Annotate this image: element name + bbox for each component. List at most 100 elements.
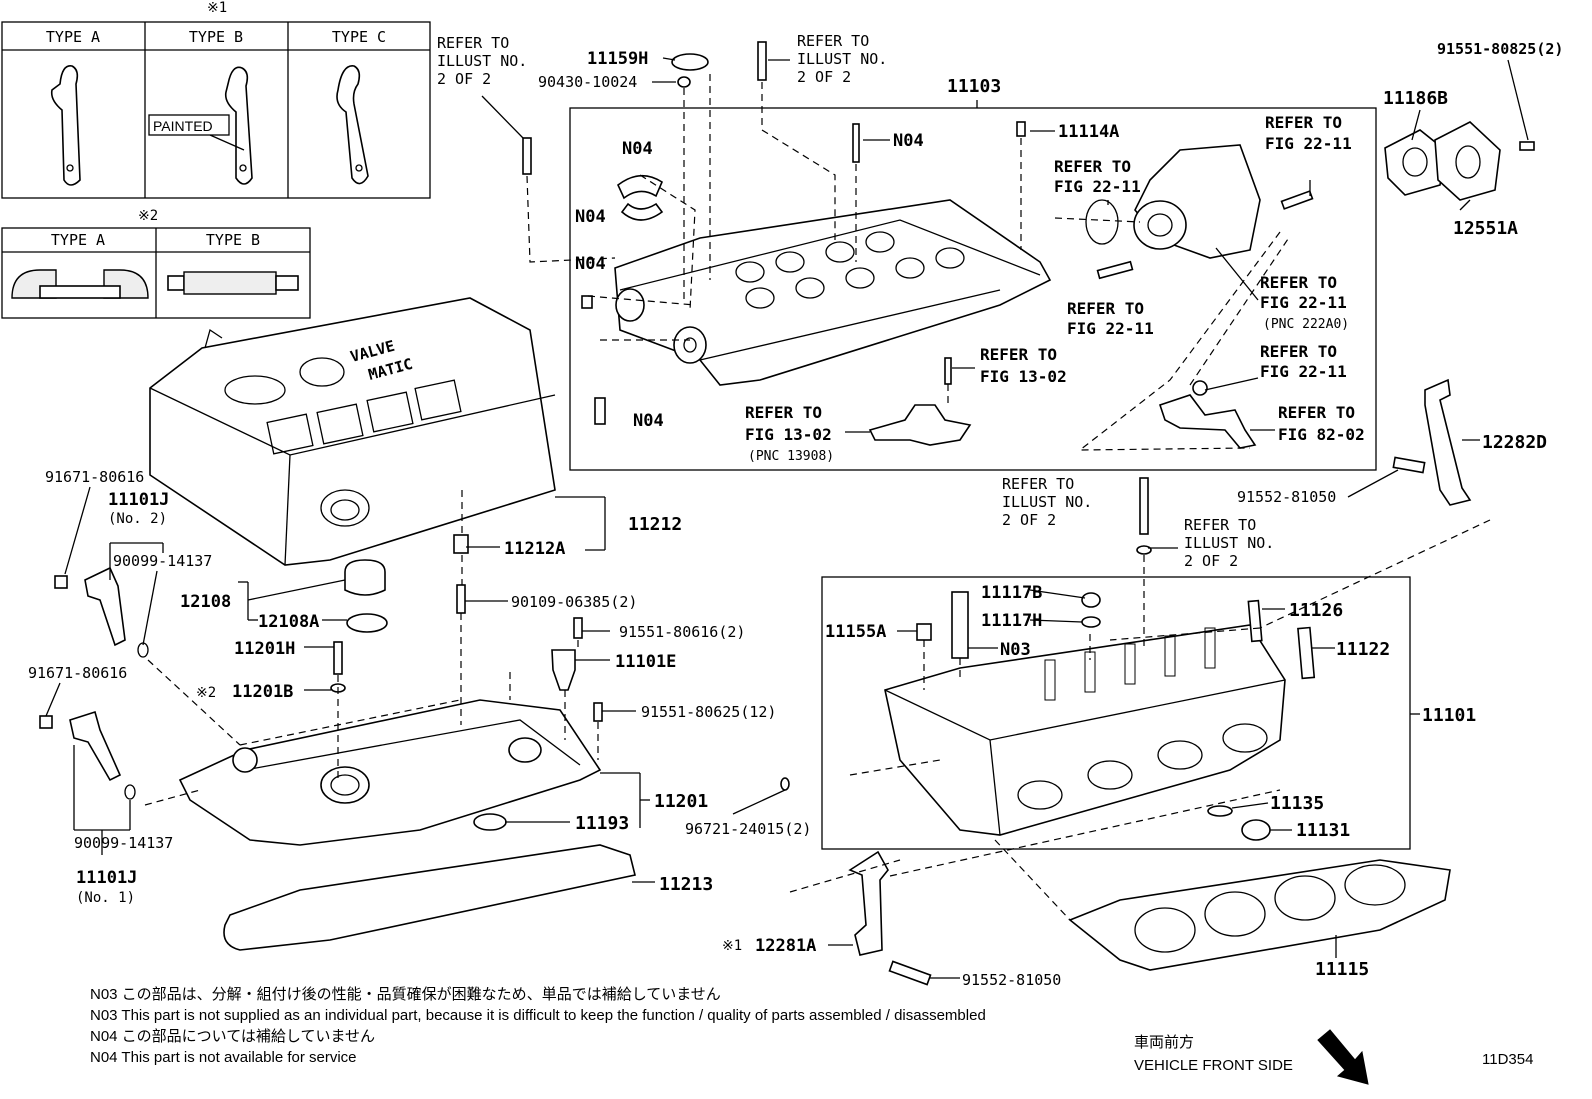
bolt-center <box>1139 477 1149 535</box>
label-11122: 11122 <box>1336 639 1390 660</box>
nut-22-11 <box>1192 380 1208 396</box>
stud-90109 <box>456 584 466 614</box>
washer-center <box>1136 545 1152 555</box>
label-no2: (No. 2) <box>108 511 167 527</box>
gasket-11186B <box>1384 129 1446 196</box>
bolt-91552-b <box>888 960 932 986</box>
gasket-11213 <box>223 844 636 951</box>
refer-82-02-line1: REFER TO <box>1278 403 1355 422</box>
bolt-91552-a <box>1392 456 1426 474</box>
legend2-type-a: TYPE A <box>51 231 105 249</box>
ring-11117H <box>1081 616 1101 628</box>
bolt-13-02 <box>944 357 952 385</box>
pump-bolt <box>1280 190 1314 210</box>
label-11131: 11131 <box>1296 820 1350 841</box>
refer-22-11-a-line2: FIG 22-11 <box>1054 177 1141 196</box>
label-n03: N03 <box>1000 640 1031 660</box>
refer-illust-4-line3: 2 OF 2 <box>1184 552 1238 570</box>
footnotes: N03 この部品は、分解・組付け後の性能・品質確保が困難なため、単品では補給して… <box>90 985 986 1066</box>
label-11201B: 11201B <box>232 682 293 702</box>
refer-22-11-b-line1: REFER TO <box>1265 113 1342 132</box>
label-n04-bolt: N04 <box>633 411 664 431</box>
label-90099-b: 90099-14137 <box>74 834 173 852</box>
sensor-11101E <box>551 649 576 691</box>
bolt-11201H <box>333 641 343 675</box>
label-11101J-1: 11101J <box>76 868 137 888</box>
refer-illust-4-line1: REFER TO <box>1184 516 1256 534</box>
refer-13-02-a-line2: FIG 13-02 <box>980 367 1067 386</box>
label-11155A: 11155A <box>825 622 886 642</box>
clip-type-b-shape <box>224 66 253 185</box>
label-11135: 11135 <box>1270 793 1324 814</box>
refer-illust-1-line1: REFER TO <box>437 34 509 52</box>
note-n03-en: N03 This part is not supplied as an indi… <box>90 1007 986 1024</box>
label-11193: 11193 <box>575 813 629 834</box>
plug-96721 <box>780 777 790 791</box>
diagram-id: 11D354 <box>1482 1051 1533 1068</box>
label-11201H: 11201H <box>234 639 295 659</box>
bolt-91551-80825 <box>1519 141 1535 151</box>
cylinder-head <box>884 624 1286 836</box>
vacuum-pump <box>1133 144 1261 259</box>
housing-12551A <box>1434 121 1501 201</box>
label-n04-pin: N04 <box>575 254 606 274</box>
oil-filler-cap <box>344 559 386 596</box>
refer-22-11-b-line2: FIG 22-11 <box>1265 134 1352 153</box>
label-91552-81050-a: 91552-81050 <box>1237 488 1336 506</box>
front-arrow-icon <box>1317 1029 1369 1085</box>
refer-22-11-e-line2: FIG 22-11 <box>1260 362 1347 381</box>
refer-82-02-line2: FIG 82-02 <box>1278 425 1365 444</box>
note-n03-jp: N03 この部品は、分解・組付け後の性能・品質確保が困難なため、単品では補給して… <box>90 985 721 1003</box>
label-12551A: 12551A <box>1453 218 1518 239</box>
bolt-91551-80625 <box>593 702 603 722</box>
refer-22-11-d-line2: FIG 22-11 <box>1260 293 1347 312</box>
label-91671-b: 91671-80616 <box>28 664 127 682</box>
label-no1: (No. 1) <box>76 890 135 906</box>
dashed-lines <box>144 74 1491 921</box>
legend1-mark: ※1 <box>207 0 227 16</box>
head-gasket <box>1068 859 1451 971</box>
refer-22-11-a-line1: REFER TO <box>1054 157 1131 176</box>
note-n04-jp: N04 この部品については補給していません <box>90 1028 375 1045</box>
refer-illust-1-line3: 2 OF 2 <box>437 70 491 88</box>
refer-22-11-c-line2: FIG 22-11 <box>1067 319 1154 338</box>
guide-11122 <box>1297 626 1316 680</box>
label-90109: 90109-06385(2) <box>511 593 637 611</box>
seal-11131 <box>1241 819 1271 841</box>
refer-illust-2-line1: REFER TO <box>797 32 869 50</box>
refer-13-02-b-line3: (PNC 13908) <box>748 449 834 464</box>
o-ring <box>1085 199 1119 245</box>
refer-22-11-d-line3: (PNC 222A0) <box>1263 317 1349 332</box>
plug-11117B <box>1081 592 1101 608</box>
legend2-mark: ※2 <box>138 208 158 224</box>
label-11103: 11103 <box>947 76 1001 97</box>
bolt-left <box>522 137 532 175</box>
stud <box>1096 260 1134 280</box>
seal-11193 <box>473 813 507 831</box>
ocv-valve-no2 <box>54 566 149 658</box>
front-en: VEHICLE FRONT SIDE <box>1134 1057 1293 1074</box>
label-11114A: 11114A <box>1058 122 1119 142</box>
bolt-top <box>757 41 767 81</box>
engine-cover: VALVE MATIC <box>149 297 556 566</box>
label-n04-shell: N04 <box>622 139 653 159</box>
bolt-n04-small <box>594 397 606 425</box>
label-11159H: 11159H <box>587 49 648 69</box>
ring-11135 <box>1207 805 1233 817</box>
refer-13-02-b-line2: FIG 13-02 <box>745 425 832 444</box>
vehicle-front-marker: 車両前方 VEHICLE FRONT SIDE <box>1134 1029 1369 1085</box>
refer-13-02-b-line1: REFER TO <box>745 403 822 422</box>
clip-type-c-shape <box>336 65 369 185</box>
label-11186B: 11186B <box>1383 88 1448 109</box>
gasket-90430 <box>677 76 691 88</box>
label-n04-top: N04 <box>893 131 924 151</box>
label-91551-80625: 91551-80625(12) <box>641 703 776 721</box>
refer-illust-3-line1: REFER TO <box>1002 475 1074 493</box>
label-90430: 90430-10024 <box>538 73 637 91</box>
label-11213: 11213 <box>659 874 713 895</box>
gasket-12108A <box>346 613 388 633</box>
legend1-type-b: TYPE B <box>189 28 243 46</box>
front-jp: 車両前方 <box>1134 1034 1194 1051</box>
dowel-pin-n04 <box>581 295 593 309</box>
